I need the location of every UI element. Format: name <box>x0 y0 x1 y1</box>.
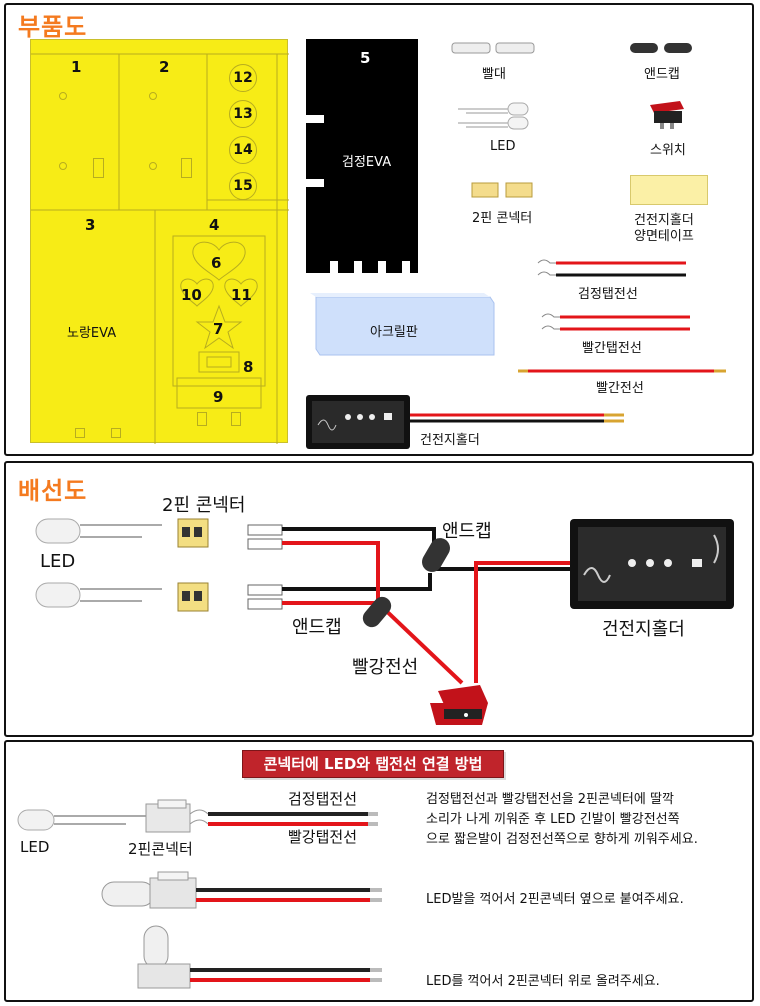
yellow-eva-board: 1 2 12 13 14 15 3 노랑EVA 4 <box>30 39 289 444</box>
method-illustrations <box>17 799 382 989</box>
wiring-led-label: LED <box>40 551 76 572</box>
face-shapes <box>172 235 266 409</box>
board-number-13: 13 <box>229 100 257 128</box>
method-black-wire-label: 검정탭전선 <box>288 790 358 808</box>
board-number-8: 8 <box>243 358 254 376</box>
holder-tape-label-2: 양면테이프 <box>634 229 694 244</box>
holder-tape-label-1: 건전지홀더 <box>634 213 694 228</box>
led-bottom-icon <box>35 582 162 608</box>
slot <box>75 428 85 438</box>
straw-label: 빨대 <box>482 67 506 82</box>
method-step1-line3: 으로 짧은발이 검정전선쪽으로 향하게 끼워주세요. <box>426 832 698 847</box>
black-tab-wire-icon <box>537 259 686 277</box>
board-number-15: 15 <box>229 172 257 200</box>
hole <box>59 92 67 100</box>
method-step2: LED발을 꺽어서 2핀콘넥터 옆으로 붙여주세요. <box>426 892 684 907</box>
method-panel: 콘넥터에 LED와 탭전선 연결 방법 LED 2핀콘넥터 검정탭전선 빨강탭전… <box>4 740 754 1002</box>
board-number-7: 7 <box>213 320 224 338</box>
black-eva-label: 검정EVA <box>342 155 392 170</box>
acrylic-plate <box>310 293 495 356</box>
connector-label: 2핀 콘넥터 <box>472 211 533 226</box>
board-number-4: 4 <box>209 216 220 234</box>
double-sided-tape-icon <box>630 175 708 205</box>
black-tab-wire-label: 검정탭전선 <box>578 287 638 302</box>
parts-panel: 부품도 1 2 12 13 14 15 3 노랑EVA <box>4 3 754 456</box>
board-number-12: 12 <box>229 64 257 92</box>
board-number-3: 3 <box>85 216 96 234</box>
straw-icon <box>451 42 535 54</box>
wiring-connector-label: 2핀 콘넥터 <box>162 495 246 516</box>
wiring-diagram <box>35 518 734 725</box>
connector-icon <box>471 182 533 198</box>
led-icon <box>458 102 529 130</box>
board-number-10: 10 <box>181 286 202 304</box>
battery-holder-icon <box>570 519 734 609</box>
hole <box>149 92 157 100</box>
endcap-label: 앤드캡 <box>644 67 680 82</box>
board-number-9: 9 <box>213 388 224 406</box>
acrylic-label: 아크릴판 <box>370 325 418 340</box>
wiring-red-wire-label: 빨강전선 <box>352 657 419 678</box>
battery-holder-label: 건전지홀더 <box>420 433 480 448</box>
red-wire-label: 빨간전선 <box>596 381 644 396</box>
wiring-title: 배선도 <box>18 477 88 505</box>
switch-slot <box>181 158 192 178</box>
yellow-board-cut-lines <box>31 53 289 444</box>
hole <box>59 162 67 170</box>
wiring-panel: 배선도 <box>4 461 754 737</box>
led-top-icon <box>35 518 162 544</box>
board-number-1: 1 <box>71 58 82 76</box>
slot <box>231 412 241 426</box>
battery-holder-icon <box>306 395 624 449</box>
switch-label: 스위치 <box>650 143 686 158</box>
led-label: LED <box>490 139 516 154</box>
yellow-eva-label: 노랑EVA <box>67 326 117 341</box>
board-number-2: 2 <box>159 58 170 76</box>
switch-slot <box>93 158 104 178</box>
wiring-endcap-top-label: 앤드캡 <box>442 521 492 542</box>
board-number-11: 11 <box>231 286 252 304</box>
black-eva-board <box>306 39 418 273</box>
method-red-wire-label: 빨강탭전선 <box>288 828 358 846</box>
board-number-14: 14 <box>229 136 257 164</box>
method-step1-line2: 소리가 나게 끼워준 후 LED 긴발이 빨강전선쪽 <box>426 812 680 827</box>
slot <box>111 428 121 438</box>
red-wire-icon <box>518 369 726 373</box>
parts-title: 부품도 <box>18 13 88 41</box>
red-tab-wire-label: 빨간탭전선 <box>582 341 642 356</box>
slot <box>197 412 207 426</box>
board-number-6: 6 <box>211 254 222 272</box>
method-led-label: LED <box>20 838 50 856</box>
method-banner: 콘넥터에 LED와 탭전선 연결 방법 <box>242 750 504 778</box>
method-step1-line1: 검정탭전선과 빨강탭전선을 2핀콘넥터에 딸깍 <box>426 792 674 807</box>
hole <box>149 162 157 170</box>
endcap-top-icon <box>422 538 450 572</box>
endcap-icon <box>630 43 692 53</box>
switch-icon <box>430 685 488 725</box>
board-number-5: 5 <box>360 49 371 67</box>
red-tab-wire-icon <box>541 313 690 331</box>
wiring-battery-holder-label: 건전지홀더 <box>602 619 685 640</box>
method-step3: LED를 꺽어서 2핀콘넥터 위로 올려주세요. <box>426 974 660 989</box>
wiring-endcap-bottom-label: 앤드캡 <box>292 617 342 638</box>
method-connector-label: 2핀콘넥터 <box>128 840 193 858</box>
switch-icon <box>650 101 684 129</box>
endcap-bottom-icon <box>362 596 392 628</box>
